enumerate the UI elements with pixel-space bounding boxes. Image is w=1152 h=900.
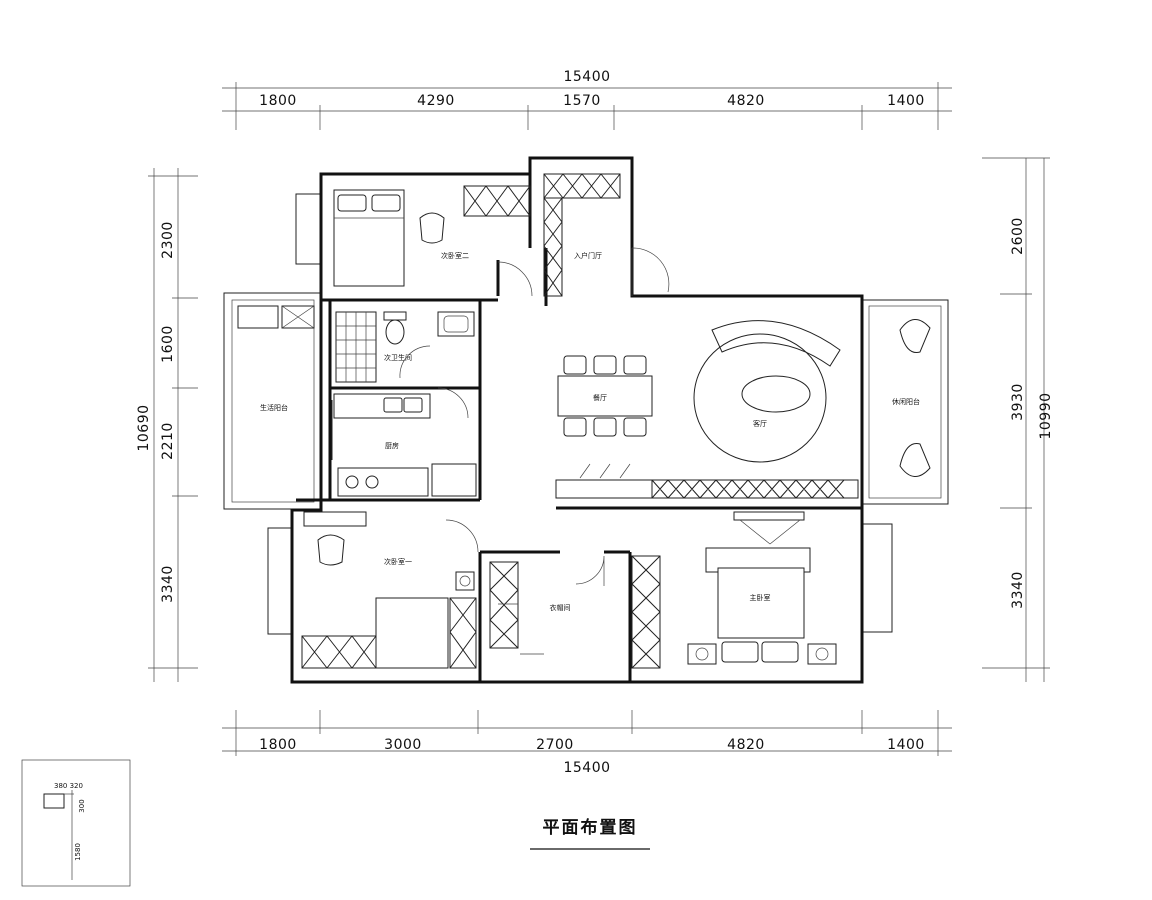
bottom-dim-5: 1400 xyxy=(887,737,925,753)
left-dim-2: 1600 xyxy=(160,325,176,363)
drawing-title: 平面布置图 xyxy=(543,817,638,838)
second-bedroom-1: 次卧室一 xyxy=(303,511,479,669)
left-dim-4: 3340 xyxy=(160,565,176,603)
second-bedroom-2: 次卧室二 xyxy=(333,189,533,297)
room-label-master-bedroom: 主卧室 xyxy=(750,593,771,602)
top-total-dim: 15400 xyxy=(563,69,610,85)
bottom-dim-1: 1800 xyxy=(259,737,297,753)
room-label-kitchen: 厨房 xyxy=(385,441,399,450)
dining-area: 餐厅 xyxy=(557,355,653,437)
second-bathroom: 次卫生间 xyxy=(335,311,475,383)
right-dim-2: 3930 xyxy=(1010,383,1026,421)
top-dim-2: 4290 xyxy=(417,93,455,109)
leisure-balcony: 休闲阳台 xyxy=(892,319,931,477)
top-dim-1: 1800 xyxy=(259,93,297,109)
bottom-dim-4: 4820 xyxy=(727,737,765,753)
entrance-door-swing xyxy=(631,247,670,296)
bottom-dim-3: 2700 xyxy=(536,737,574,753)
legend-dim-height: 1580 xyxy=(74,843,82,861)
living-balcony: 生活阳台 xyxy=(237,305,315,412)
room-label-second-bath: 次卫生间 xyxy=(384,353,412,362)
legend-dim-side: 300 xyxy=(78,799,86,812)
room-label-living: 客厅 xyxy=(753,419,767,428)
bottom-total-dim: 15400 xyxy=(563,760,610,776)
bottom-dim-2: 3000 xyxy=(384,737,422,753)
room-label-living-balcony: 生活阳台 xyxy=(260,403,288,412)
top-dim-5: 1400 xyxy=(887,93,925,109)
master-bedroom: 主卧室 xyxy=(687,511,837,665)
right-total-dim: 10990 xyxy=(1038,392,1054,439)
legend-dim-top: 380 320 xyxy=(54,782,83,790)
room-label-entrance: 入户门厅 xyxy=(574,251,602,260)
right-dimension-chain: 2600 3930 10990 3340 xyxy=(982,157,1054,682)
cloakroom: 衣帽间 xyxy=(498,555,605,655)
right-dim-1: 2600 xyxy=(1010,217,1026,255)
room-label-leisure-balcony: 休闲阳台 xyxy=(892,397,920,406)
room-label-cloakroom: 衣帽间 xyxy=(550,603,571,612)
bottom-dimension-chain: 1800 3000 2700 4820 1400 15400 xyxy=(222,710,952,776)
room-label-second-bedroom-1: 次卧室一 xyxy=(384,557,412,566)
living-room: 客厅 xyxy=(579,320,841,479)
balconies xyxy=(223,193,949,635)
left-dimension-chain: 10690 2300 1600 2210 3340 xyxy=(136,168,198,682)
top-dimension-chain: 15400 1800 4290 1570 4820 1400 xyxy=(222,69,952,130)
left-dim-1: 2300 xyxy=(160,221,176,259)
top-dim-4: 4820 xyxy=(727,93,765,109)
cabinets xyxy=(301,173,859,669)
right-dim-3: 3340 xyxy=(1010,571,1026,609)
legend-box: 380 320 300 1580 xyxy=(21,759,131,887)
left-dim-3: 2210 xyxy=(160,422,176,460)
top-dim-3: 1570 xyxy=(563,93,601,109)
kitchen: 厨房 xyxy=(331,387,477,497)
left-total-dim: 10690 xyxy=(136,404,152,451)
room-label-second-bedroom-2: 次卧室二 xyxy=(441,251,469,260)
room-label-dining: 餐厅 xyxy=(593,393,607,402)
